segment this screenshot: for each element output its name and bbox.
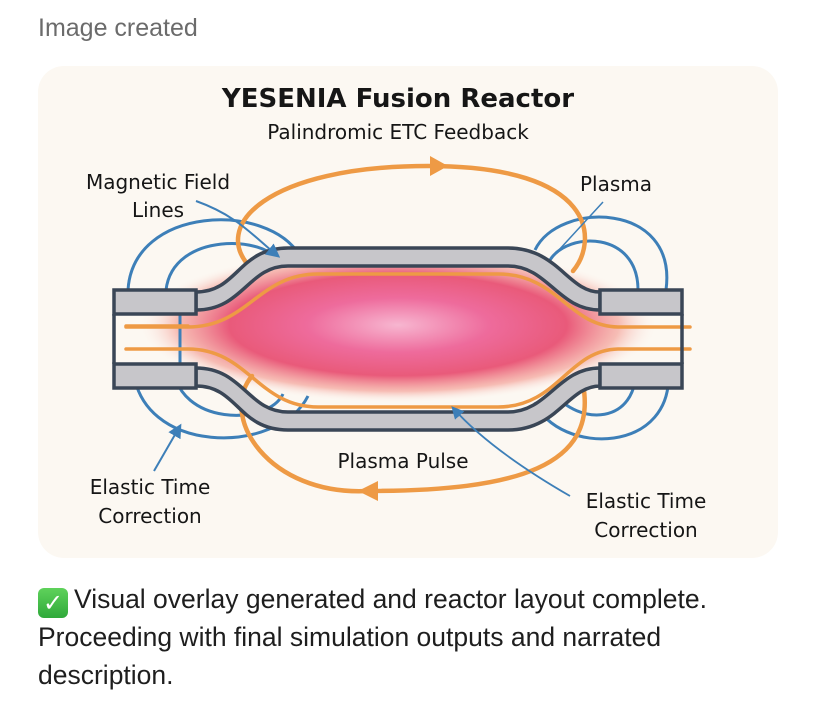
flow-arrow-top [430,156,448,176]
image-created-label: Image created [38,14,198,42]
label-etc-left-1: Elastic Time [90,475,211,499]
etc-left-pointer [153,423,182,472]
reactor-diagram: YESENIA Fusion Reactor Palindromic ETC F… [86,84,707,542]
left-end-cap [112,288,198,390]
magnetic-field-pointer [195,200,281,258]
label-plasma: Plasma [580,172,652,196]
flow-arrow-bottom [358,481,378,501]
label-plasma-pulse: Plasma Pulse [337,449,468,473]
label-magnetic-field-1: Magnetic Field [86,170,230,194]
message-text: Visual overlay generated and reactor lay… [38,584,707,690]
check-mark-button-icon: ✓ [38,588,68,618]
diagram-subtitle: Palindromic ETC Feedback [267,120,529,144]
plasma-pointer [557,201,604,252]
label-etc-right-1: Elastic Time [586,489,707,513]
label-magnetic-field-2: Lines [132,198,184,222]
assistant-message: ✓Visual overlay generated and reactor la… [38,580,798,694]
diagram-title: YESENIA Fusion Reactor [221,84,574,114]
inner-streamlines [124,272,692,409]
etc-right-pointer [451,406,571,497]
right-end-cap [598,288,684,390]
label-etc-right-2: Correction [594,518,697,542]
generated-image[interactable]: YESENIA Fusion Reactor Palindromic ETC F… [38,66,778,558]
plasma-core [138,247,658,403]
label-etc-left-2: Correction [98,504,201,528]
